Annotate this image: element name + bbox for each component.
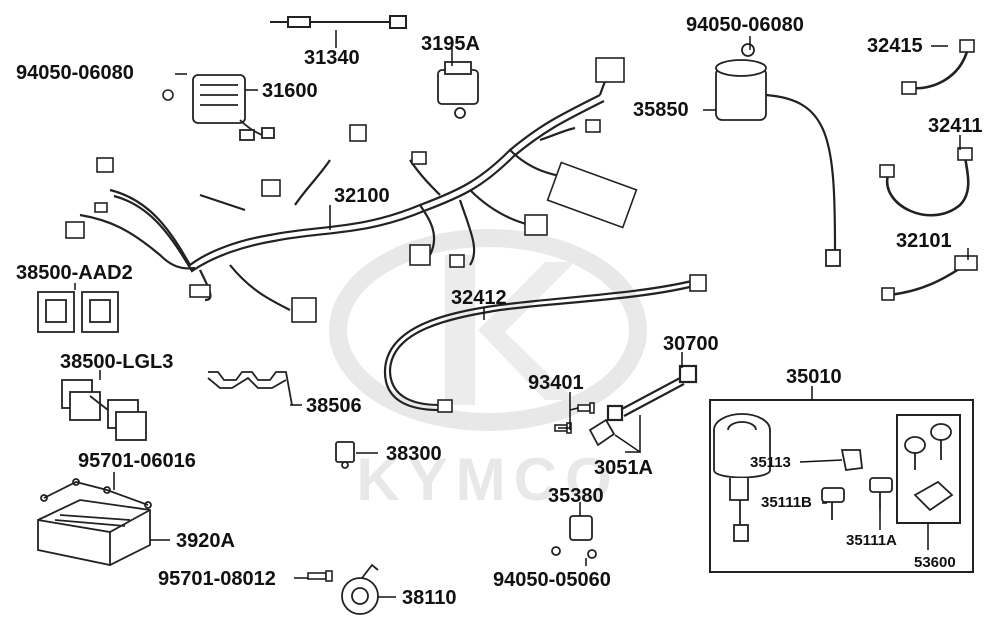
label-38500-AAD2: 38500-AAD2 bbox=[16, 262, 133, 284]
label-95701-08012: 95701-08012 bbox=[158, 568, 276, 590]
relay-3195A bbox=[437, 61, 479, 119]
label-30700: 30700 bbox=[663, 333, 719, 355]
label-38300: 38300 bbox=[386, 443, 442, 465]
label-35010: 35010 bbox=[786, 366, 842, 388]
bolt-95701-08012 bbox=[307, 570, 333, 582]
part-38300 bbox=[335, 441, 355, 469]
label-35111A: 35111A bbox=[846, 532, 897, 549]
label-38500-LGL3: 38500-LGL3 bbox=[60, 351, 174, 373]
label-35113: 35113 bbox=[750, 454, 791, 471]
cable-30700 bbox=[606, 364, 698, 422]
wire-31340 bbox=[270, 15, 407, 29]
label-38110: 38110 bbox=[402, 587, 457, 609]
label-95701-06016: 95701-06016 bbox=[78, 450, 196, 472]
label-94050-05060: 94050-05060 bbox=[493, 569, 611, 591]
bolt-94050-06080-left bbox=[162, 89, 174, 101]
cable-32412 bbox=[383, 274, 707, 413]
label-32411: 32411 bbox=[928, 115, 983, 137]
label-3051A: 3051A bbox=[594, 457, 653, 479]
label-32412: 32412 bbox=[451, 287, 507, 309]
label-3920A: 3920A bbox=[176, 530, 235, 552]
ignition-switch-35850 bbox=[715, 43, 841, 267]
regulator-31600 bbox=[192, 74, 275, 141]
ground-cable-32411 bbox=[879, 147, 973, 217]
label-35380: 35380 bbox=[548, 485, 604, 507]
ground-cable-32415 bbox=[901, 39, 975, 95]
label-94050-06080-top: 94050-06080 bbox=[686, 14, 804, 36]
horn-38110 bbox=[341, 563, 379, 615]
label-38506: 38506 bbox=[306, 395, 362, 417]
label-31600: 31600 bbox=[262, 80, 318, 102]
watermark-text: KYMCO bbox=[356, 446, 619, 513]
bracket-38506 bbox=[207, 371, 293, 406]
part-3051A bbox=[588, 418, 616, 447]
relay-pair-38500-AAD2 bbox=[37, 291, 119, 333]
kymco-watermark-logo: KYMCO bbox=[329, 229, 647, 513]
label-93401: 93401 bbox=[528, 372, 584, 394]
harness-connectors bbox=[65, 57, 638, 323]
ignition-set-35010 bbox=[709, 399, 974, 573]
leader-lines bbox=[74, 30, 969, 598]
label-3195A: 3195A bbox=[421, 33, 480, 55]
relays-38500-LGL3 bbox=[61, 379, 147, 441]
label-31340: 31340 bbox=[304, 47, 360, 69]
label-53600: 53600 bbox=[914, 554, 956, 571]
switch-35380 bbox=[551, 515, 597, 559]
label-35111B: 35111B bbox=[761, 494, 812, 511]
ecu-3920A bbox=[37, 478, 152, 566]
label-32100: 32100 bbox=[334, 185, 390, 207]
label-35850: 35850 bbox=[633, 99, 689, 121]
label-32415: 32415 bbox=[867, 35, 923, 57]
label-32101: 32101 bbox=[896, 230, 952, 252]
label-94050-06080-left: 94050-06080 bbox=[16, 62, 134, 84]
cable-32101 bbox=[881, 255, 978, 301]
